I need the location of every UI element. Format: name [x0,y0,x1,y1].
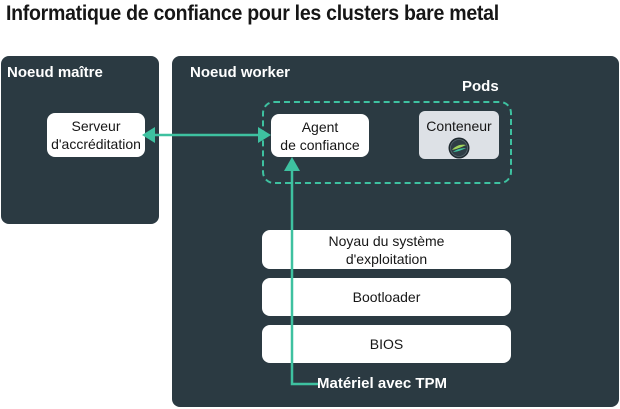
accreditation-server-label: Serveur d'accréditation [51,118,141,152]
hardware-agent-arrow [290,168,318,386]
master-node-label: Noeud maître [7,64,103,81]
arrowhead-right [258,127,271,143]
bios-box: BIOS [262,325,511,363]
arrowhead-left [142,127,155,143]
os-kernel-box: Noyau du système d'exploitation [262,230,511,269]
bootloader-label: Bootloader [352,289,421,305]
container-box: Conteneur [419,111,499,159]
arrowhead-up [284,157,300,171]
container-icon [448,137,470,159]
container-label: Conteneur [426,118,492,134]
hardware-tpm-label: Matériel avec TPM [317,375,448,392]
pods-label: Pods [462,78,499,95]
trust-agent-box: Agent de confiance [271,114,369,157]
trust-agent-label: Agent de confiance [280,118,360,153]
diagram-title: Informatique de confiance pour les clust… [6,2,499,25]
bios-label: BIOS [369,336,404,352]
os-kernel-label: Noyau du système d'exploitation [328,232,445,267]
worker-node-label: Noeud worker [190,64,291,81]
pods-frame [262,101,512,184]
accreditation-server-box: Serveur d'accréditation [47,113,145,157]
bootloader-box: Bootloader [262,278,511,316]
